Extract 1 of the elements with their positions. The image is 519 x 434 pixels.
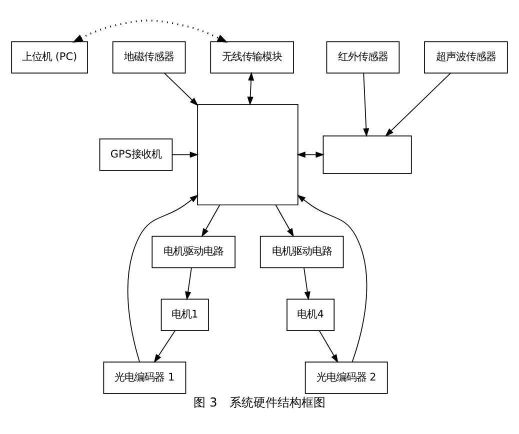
caption: 图 3 系统硬件结构框图	[194, 396, 326, 410]
